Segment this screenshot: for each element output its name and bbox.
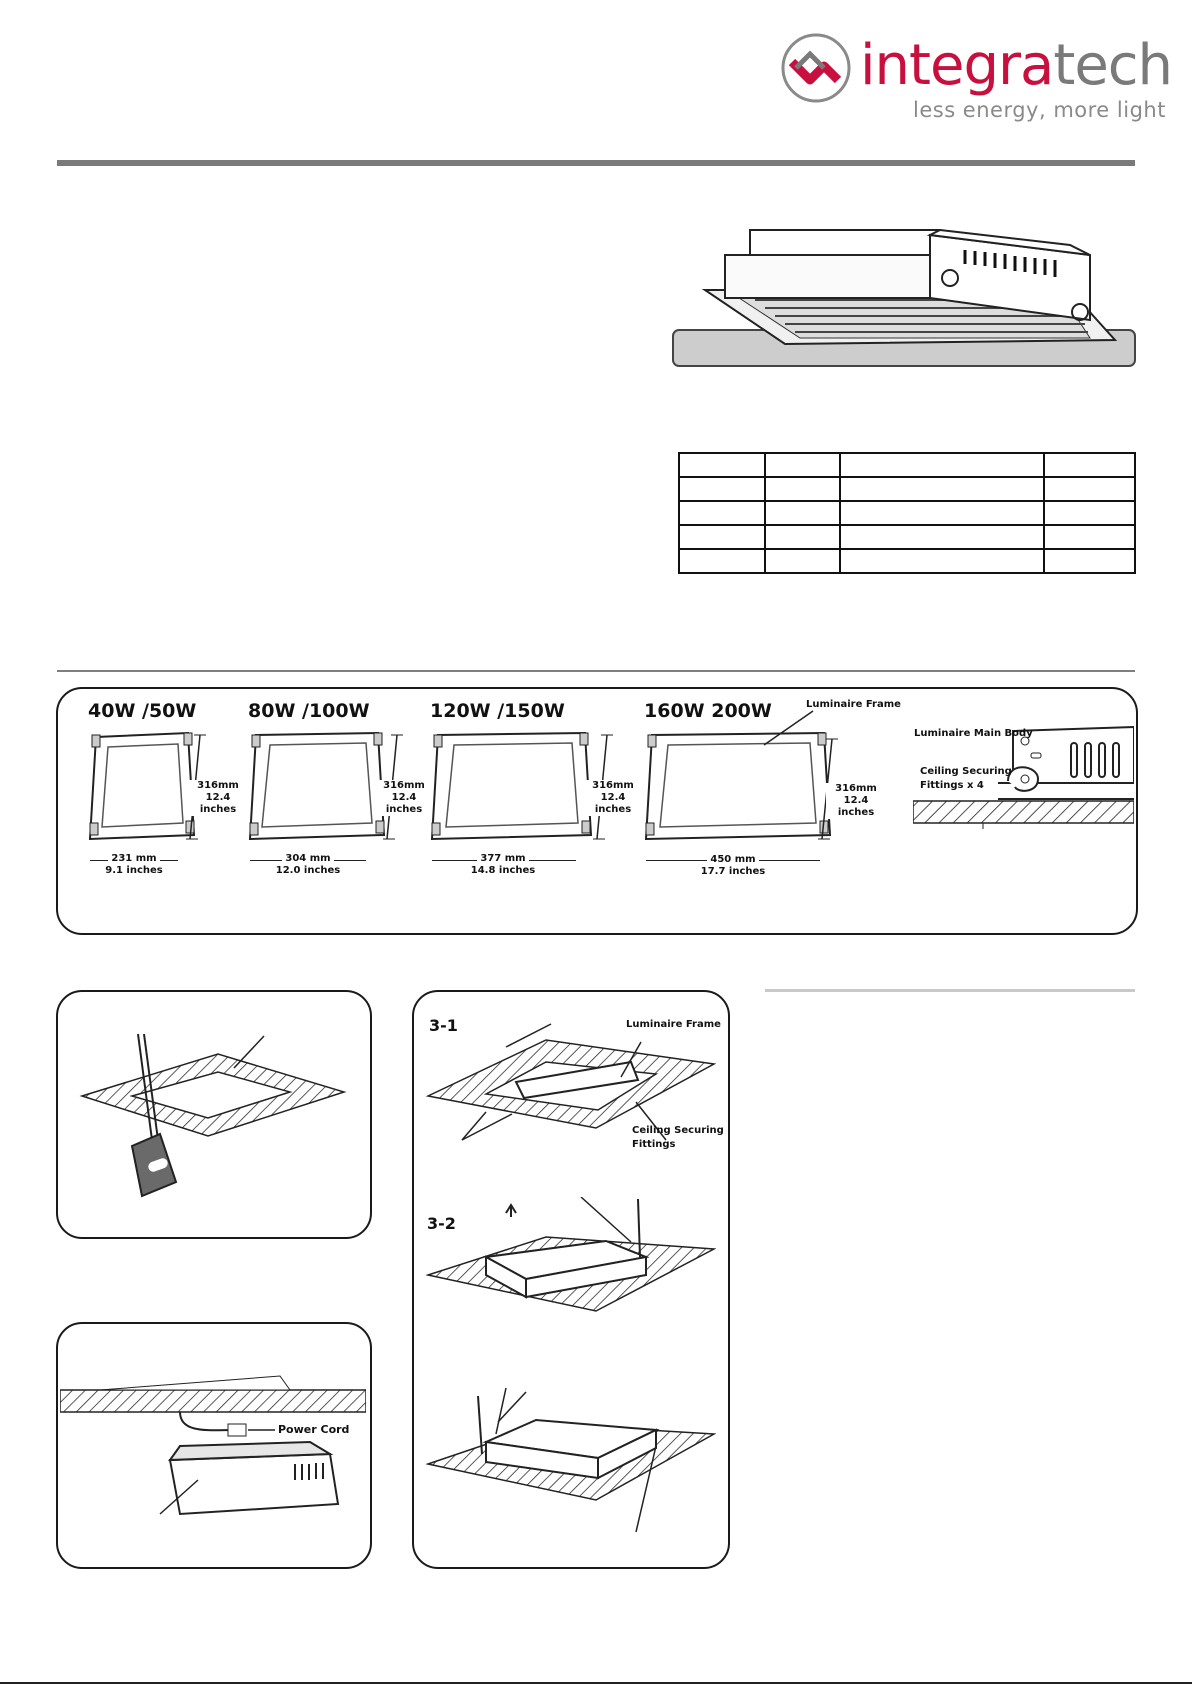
table-cell <box>839 476 1046 502</box>
saw-cutting-illustration <box>79 1033 347 1198</box>
side-section-detail <box>913 725 1134 829</box>
power-cord-label: Power Cord <box>278 1423 350 1436</box>
frame-drawing-160w <box>644 731 832 841</box>
table-cell <box>839 500 1046 526</box>
brand-tagline: less energy, more light <box>913 98 1166 122</box>
step-3-2-label: 3-2 <box>427 1214 456 1233</box>
table-cell <box>1043 476 1136 502</box>
table-row <box>678 548 1136 574</box>
table-cell <box>763 500 842 526</box>
table-cell <box>678 500 766 526</box>
size-label-120w: 120W /150W <box>430 700 565 722</box>
step-3-1-label: 3-1 <box>429 1016 458 1035</box>
size-label-40w: 40W /50W <box>88 700 197 722</box>
integratech-logo-icon <box>781 33 851 103</box>
spec-table <box>678 452 1136 574</box>
table-cell <box>763 476 842 502</box>
power-cord-panel: Power Cord <box>56 1322 372 1569</box>
ceiling-securing-fittings-label: Ceiling Securing Fittings <box>632 1125 724 1150</box>
section-rule <box>765 989 1135 992</box>
table-cell <box>839 452 1046 478</box>
table-cell <box>1043 452 1136 478</box>
luminaire-frame-label: Luminaire Frame <box>806 699 901 710</box>
brand-name-part1: integra <box>860 33 1054 98</box>
table-row <box>678 524 1136 550</box>
ceiling-securing-label: Ceiling Securing Fittings x 4 <box>920 766 1012 791</box>
frame-drawing-80w <box>248 731 386 841</box>
table-cell <box>839 524 1046 550</box>
table-cell <box>678 476 766 502</box>
step-3-3-illustration <box>426 1387 716 1533</box>
table-cell <box>839 548 1046 574</box>
table-cell <box>763 548 842 574</box>
power-cord-illustration <box>60 1375 366 1516</box>
table-cell <box>678 524 766 550</box>
step-3-1-illustration <box>426 1023 716 1141</box>
table-cell <box>678 452 766 478</box>
install-frame-panel: 3-1 Luminaire Frame Ceiling Securing Fit… <box>412 990 730 1569</box>
table-cell <box>763 524 842 550</box>
table-row <box>678 476 1136 502</box>
frame-drawing-120w <box>430 731 593 841</box>
step-3-2-illustration <box>426 1197 716 1312</box>
brand-logo: integratech less energy, more light <box>780 30 1173 125</box>
product-image <box>672 228 1136 367</box>
cut-ceiling-panel <box>56 990 372 1239</box>
header-rule <box>57 160 1135 166</box>
leader-line <box>763 710 814 746</box>
page-bottom-rule <box>0 1682 1192 1684</box>
frame-drawing-40w <box>88 731 196 841</box>
table-cell <box>678 548 766 574</box>
luminaire-frame-label: Luminaire Frame <box>626 1019 721 1030</box>
brand-name-part2: tech <box>1053 33 1173 98</box>
table-cell <box>1043 524 1136 550</box>
table-cell <box>1043 548 1136 574</box>
size-label-160w: 160W 200W <box>644 700 772 722</box>
table-cell <box>763 452 842 478</box>
section-rule <box>57 670 1135 672</box>
table-row <box>678 500 1136 526</box>
size-label-80w: 80W /100W <box>248 700 370 722</box>
table-row <box>678 452 1136 478</box>
luminaire-main-body-label: Luminaire Main Body <box>914 728 1033 739</box>
table-cell <box>1043 500 1136 526</box>
